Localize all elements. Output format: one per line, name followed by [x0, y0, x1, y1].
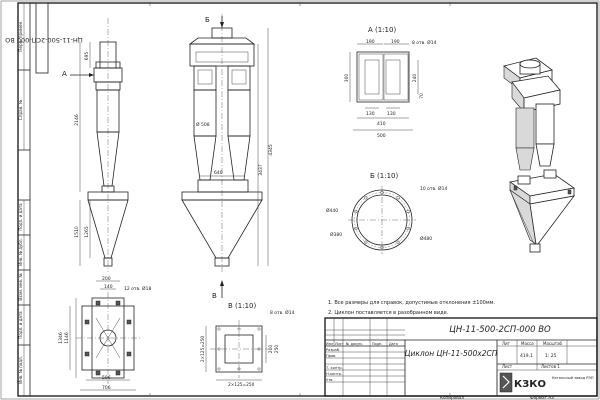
margin-podp-data: Подп. и дата	[18, 203, 23, 231]
bolt-holes	[354, 190, 410, 250]
plan-dim-596: 596	[102, 375, 111, 381]
bolt-hole	[354, 226, 358, 231]
view-b-dim-480: Ø480	[420, 235, 432, 242]
view-a-dim-70: 70	[419, 93, 425, 99]
view-a	[349, 43, 419, 131]
view-b-dim-380: Ø380	[330, 231, 342, 238]
plan-dim-1346: 1346	[58, 332, 64, 344]
arrow-b-label: Б	[205, 16, 210, 24]
title-mass-value: 419,1	[520, 353, 533, 359]
dim-1265: 1265	[84, 226, 90, 238]
view-v-dim-horizontal: 2×125=250	[228, 382, 255, 388]
plan-view	[69, 280, 140, 391]
view-v-dim-250: 250	[274, 345, 280, 354]
view-b-holes: 10 отв. Ø14	[420, 185, 447, 192]
title-razrab: Разраб.	[326, 348, 340, 352]
title-company-sub: Котельный завод РЭП	[552, 376, 594, 380]
title-kopiroval: Копировал	[440, 395, 464, 400]
title-podp: Подп.	[372, 342, 382, 346]
title-list: Лист	[502, 364, 513, 369]
view-v	[205, 320, 268, 381]
plan-dim-140: 140	[104, 284, 113, 290]
view-v-dim-200: 200	[268, 345, 274, 354]
plan-dim-706: 706	[102, 385, 111, 391]
margin-podp-data-2: Подп. и дата	[18, 311, 23, 339]
view-a-dim-190b: 190	[391, 39, 400, 45]
dim-695: 695	[84, 52, 90, 61]
bolt-hole	[406, 226, 410, 231]
view-a-dim-130b: 130	[387, 111, 396, 117]
side-view	[70, 18, 129, 272]
view-b-dim-440: Ø440	[326, 207, 338, 214]
dim-3437: 3437	[258, 164, 264, 176]
dim-508: Ø 508	[196, 121, 210, 128]
plan-dim-200: 200	[102, 276, 111, 282]
view-a-dim-500: 500	[377, 133, 386, 139]
title-massa: Масса	[521, 341, 534, 346]
bolt-hole	[406, 209, 410, 214]
title-scale-value: 1: 25	[545, 353, 557, 359]
title-ndokum: № докум.	[346, 342, 363, 346]
top-stamp-code: ЦН-11-500-2СП-000 ВО	[5, 36, 83, 44]
note-2: 2. Циклон поставляется в разобранном вид…	[328, 310, 449, 316]
view-a-holes: 8 отв. Ø14	[412, 39, 437, 46]
title-data: Дата	[389, 342, 398, 346]
margin-sprav-no: Справ. №	[18, 99, 23, 120]
view-v-dim-vertical: 2×125=250	[200, 336, 206, 363]
title-name: Циклон ЦН-11-500х2СП	[405, 349, 498, 358]
bolt-hole	[364, 240, 368, 244]
margin-inv-dubl: Инв. № дубл.	[18, 238, 23, 265]
bolt-hole	[396, 240, 400, 244]
view-b-title: Б (1:10)	[370, 172, 398, 180]
dim-2146: 2146	[74, 114, 80, 126]
dim-1510: 1510	[74, 226, 80, 238]
front-view	[181, 14, 269, 298]
view-a-dim-410: 410	[377, 121, 386, 127]
arrow-v-label: В	[212, 292, 217, 300]
bolt-hole	[364, 196, 368, 200]
margin-inv-podl: Инв. № подл.	[18, 356, 23, 384]
title-list-col: Лист	[335, 342, 344, 346]
title-masshtab: Масштаб	[543, 341, 563, 346]
arrow-a-label: А	[62, 70, 67, 78]
title-t-kontr: Т. контр.	[325, 366, 343, 370]
title-utv: Утв.	[326, 378, 334, 382]
view-v-title: В (1:10)	[228, 302, 256, 310]
isometric-view	[503, 57, 576, 253]
bolt-hole	[354, 209, 358, 214]
title-block	[324, 317, 598, 397]
title-n-kontr: Н.контр.	[326, 372, 342, 376]
margin-vzam-inv: Взам. инв. №	[18, 273, 23, 300]
note-1: 1. Все размеры для справок, допустимые о…	[328, 300, 495, 306]
title-prov: Пров.	[326, 354, 336, 358]
view-a-dim-130a: 130	[366, 111, 375, 117]
bolt-hole	[396, 196, 400, 200]
view-b	[348, 186, 416, 254]
bolt-hole	[380, 245, 384, 250]
title-company: КЗКО	[514, 379, 546, 390]
plan-holes: 12 отв. Ø18	[124, 285, 151, 292]
view-v-holes: 8 отв. Ø14	[270, 309, 295, 316]
dim-640: 640	[214, 170, 223, 176]
title-izm: Изм	[326, 342, 333, 346]
margin-perv-primen: Перв. примен.	[18, 20, 23, 51]
view-a-dim-240: 240	[412, 74, 418, 83]
dim-4345: 4345	[268, 144, 274, 156]
plan-dim-1146: 1146	[64, 332, 70, 344]
view-a-dim-300: 300	[344, 74, 350, 83]
title-doc-code: ЦН-11-500-2СП-000 ВО	[449, 325, 551, 335]
bolt-hole	[380, 190, 384, 195]
title-format: Формат А3	[530, 395, 554, 400]
view-a-dim-190a: 190	[366, 39, 375, 45]
title-listov: Листов 1	[541, 364, 560, 369]
title-lit: Лит	[502, 341, 511, 346]
view-a-title: А (1:10)	[368, 26, 396, 34]
